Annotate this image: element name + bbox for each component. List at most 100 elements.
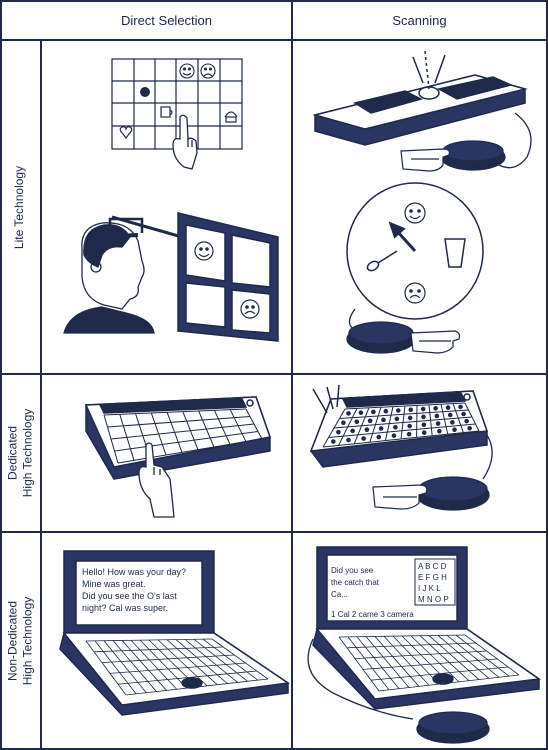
ball-icon <box>140 87 150 97</box>
pointing-hand-icon <box>410 330 461 354</box>
key-divider <box>103 408 247 416</box>
rotary-scanner-device <box>312 50 528 146</box>
key-divider <box>333 416 473 429</box>
key-divider <box>103 414 119 464</box>
laptop-keyboard <box>85 638 269 696</box>
switch-button-icon <box>440 112 532 171</box>
scan-indicator-dot <box>346 437 351 443</box>
letter-row-3: I J K L <box>418 584 441 593</box>
key-divider <box>322 430 480 448</box>
row-label-non-dedicated-line2: High Technology <box>20 596 35 685</box>
key-divider <box>85 640 127 696</box>
key-divider <box>109 662 246 674</box>
scan-indicator-dot <box>331 439 336 444</box>
device-key-grid <box>103 408 263 464</box>
scan-indicator-dot <box>406 431 412 437</box>
communication-board <box>111 58 243 150</box>
row-label-lite-text: Lite Technology <box>12 165 27 249</box>
scan-indicator-dot <box>433 406 438 411</box>
outer-border-top <box>0 0 548 2</box>
head-pointer-user <box>63 215 183 334</box>
letter-row-1: A B C D <box>418 562 447 571</box>
scan-indicator-dot <box>434 413 440 419</box>
key-divider <box>107 416 251 428</box>
scan-indicator-dot <box>371 409 376 415</box>
key-divider <box>437 635 490 679</box>
key-divider <box>365 636 410 688</box>
key-divider <box>347 636 390 691</box>
key-divider <box>344 402 466 410</box>
scan-screen-line-1: Did you see <box>331 566 374 575</box>
cup-icon <box>160 106 173 118</box>
cell-non-dedicated-scanning: Did you see the catch that Ca... A B C D… <box>293 533 546 748</box>
key-divider <box>103 640 147 693</box>
key-divider <box>392 635 440 685</box>
laptop-keyboard <box>338 634 520 692</box>
header-divider <box>0 39 548 41</box>
key-divider <box>419 635 470 682</box>
non-dedicated-direct-illustration: Hello! How was your day? Mine was great.… <box>59 550 291 716</box>
picture-board <box>177 212 279 342</box>
key-divider <box>446 634 500 678</box>
scan-indicator-dot <box>361 436 366 441</box>
switch-button-icon <box>307 638 490 744</box>
key-divider <box>130 640 178 690</box>
word-predictions: 1 Cal 2 came 3 camera <box>331 610 414 619</box>
key-divider <box>193 638 248 682</box>
key-divider <box>175 639 228 684</box>
row-label-lite: Lite Technology <box>0 41 40 373</box>
scan-indicator-dot <box>458 404 463 410</box>
pointing-hand-icon <box>372 484 428 510</box>
scan-indicator-dot <box>452 427 457 433</box>
heart-icon <box>119 126 133 139</box>
spoon-icon <box>366 250 398 272</box>
scan-indicator-dot <box>450 420 455 425</box>
lite-scanning-illustration <box>312 50 532 354</box>
letter-row-2: E F G H <box>418 573 447 582</box>
label-column-divider <box>40 39 42 750</box>
letter-row-4: M N O P <box>418 595 449 604</box>
dedicated-scanning-device <box>309 384 489 468</box>
cell-lite-scanning <box>293 41 546 373</box>
scan-indicator-dot <box>435 421 441 426</box>
scan-indicator-dot <box>391 433 397 438</box>
key-divider <box>157 639 208 687</box>
switch-button-icon <box>416 434 493 511</box>
dedicated-scanning-illustration <box>309 384 493 511</box>
key-divider <box>464 634 520 676</box>
key-divider <box>101 654 235 663</box>
sad-face-icon <box>200 63 216 79</box>
key-divider <box>117 670 257 685</box>
scan-indicator-dot <box>394 416 400 422</box>
scan-indicator-dot <box>464 418 469 424</box>
scan-indicator-dot <box>341 420 346 426</box>
column-header-direct-selection: Direct Selection <box>120 12 213 28</box>
sad-face-icon <box>404 282 426 304</box>
key-divider <box>117 438 263 464</box>
switch-button-icon <box>346 308 416 354</box>
cell-dedicated-direct <box>42 375 291 531</box>
key-divider <box>85 638 213 642</box>
scan-indicator-dot <box>408 407 414 413</box>
key-divider <box>94 640 137 695</box>
row-divider-1 <box>0 373 548 375</box>
key-divider <box>211 638 269 680</box>
key-divider <box>356 636 400 689</box>
key-divider <box>202 638 259 681</box>
screen-text-line-2: Mine was great. <box>82 579 146 589</box>
center-column-divider <box>291 0 293 750</box>
scan-indicator-dot <box>437 428 442 434</box>
scan-indicator-dot <box>358 410 364 415</box>
scan-indicator-dot <box>378 426 384 431</box>
smiley-face-icon <box>194 241 214 261</box>
scan-indicator-dot <box>467 425 472 431</box>
non-dedicated-scanning-illustration: Did you see the catch that Ca... A B C D… <box>307 546 542 744</box>
scan-indicator-dot <box>421 430 427 435</box>
scan-indicator-dot <box>336 429 341 435</box>
outer-border-bottom <box>0 748 548 750</box>
key-divider <box>148 639 198 688</box>
arrow-pointer-icon <box>388 221 417 253</box>
key-divider <box>410 635 460 683</box>
